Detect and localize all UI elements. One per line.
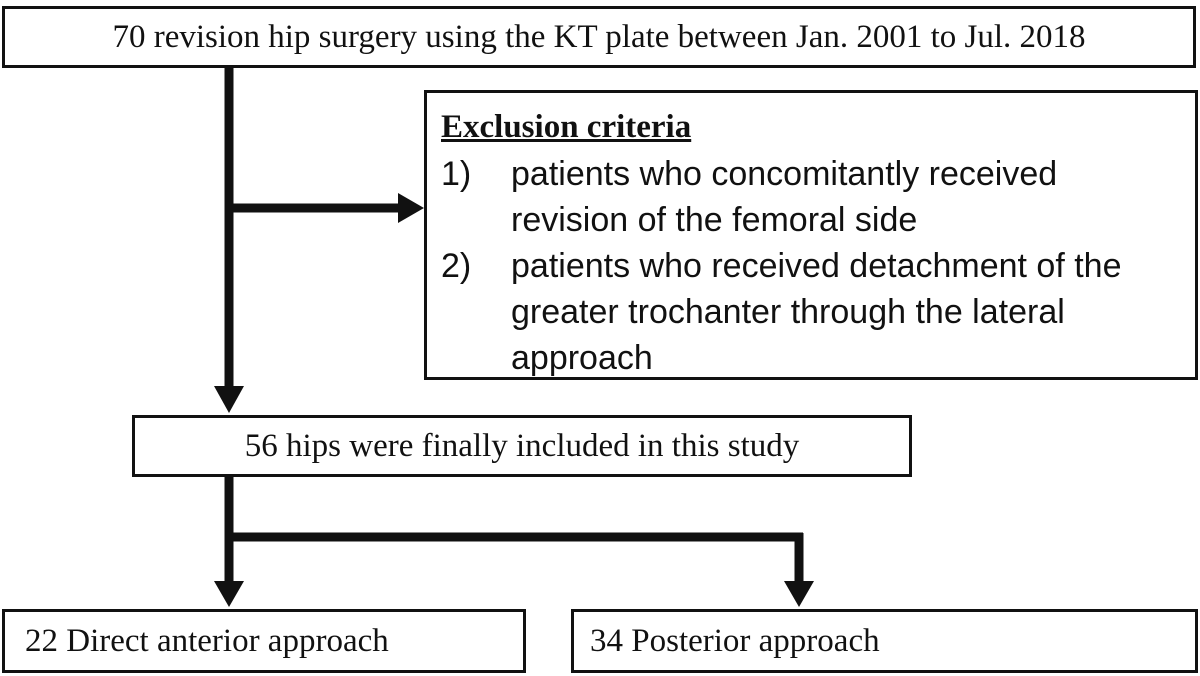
arrowhead-to-right — [784, 581, 814, 607]
exclusion-item: 1) patients who concomitantly received r… — [441, 151, 1181, 243]
exclusion-item-number: 2) — [441, 247, 472, 285]
exclusion-item: 2) patients who received detachment of t… — [441, 243, 1181, 381]
included-cohort-box: 56 hips were finally included in this st… — [132, 415, 912, 477]
exclusion-item-text: patients who received detachment of the … — [511, 247, 1122, 377]
direct-anterior-text: 22 Direct anterior approach — [25, 623, 389, 659]
exclusion-item-text: patients who concomitantly received revi… — [511, 155, 1058, 239]
arrowhead-to-exclusion — [398, 193, 424, 223]
posterior-box: 34 Posterior approach — [571, 609, 1198, 673]
exclusion-criteria-box: Exclusion criteria 1) patients who conco… — [424, 90, 1198, 380]
exclusion-criteria-title: Exclusion criteria — [441, 109, 692, 145]
arrowhead-to-left — [214, 581, 244, 607]
arrowhead-to-included — [214, 386, 244, 413]
included-cohort-text: 56 hips were finally included in this st… — [244, 428, 800, 464]
exclusion-item-number: 1) — [441, 155, 472, 193]
direct-anterior-box: 22 Direct anterior approach — [2, 609, 526, 673]
initial-cohort-box: 70 revision hip surgery using the KT pla… — [2, 6, 1196, 68]
posterior-text: 34 Posterior approach — [590, 623, 880, 659]
initial-cohort-text: 70 revision hip surgery using the KT pla… — [112, 19, 1086, 55]
